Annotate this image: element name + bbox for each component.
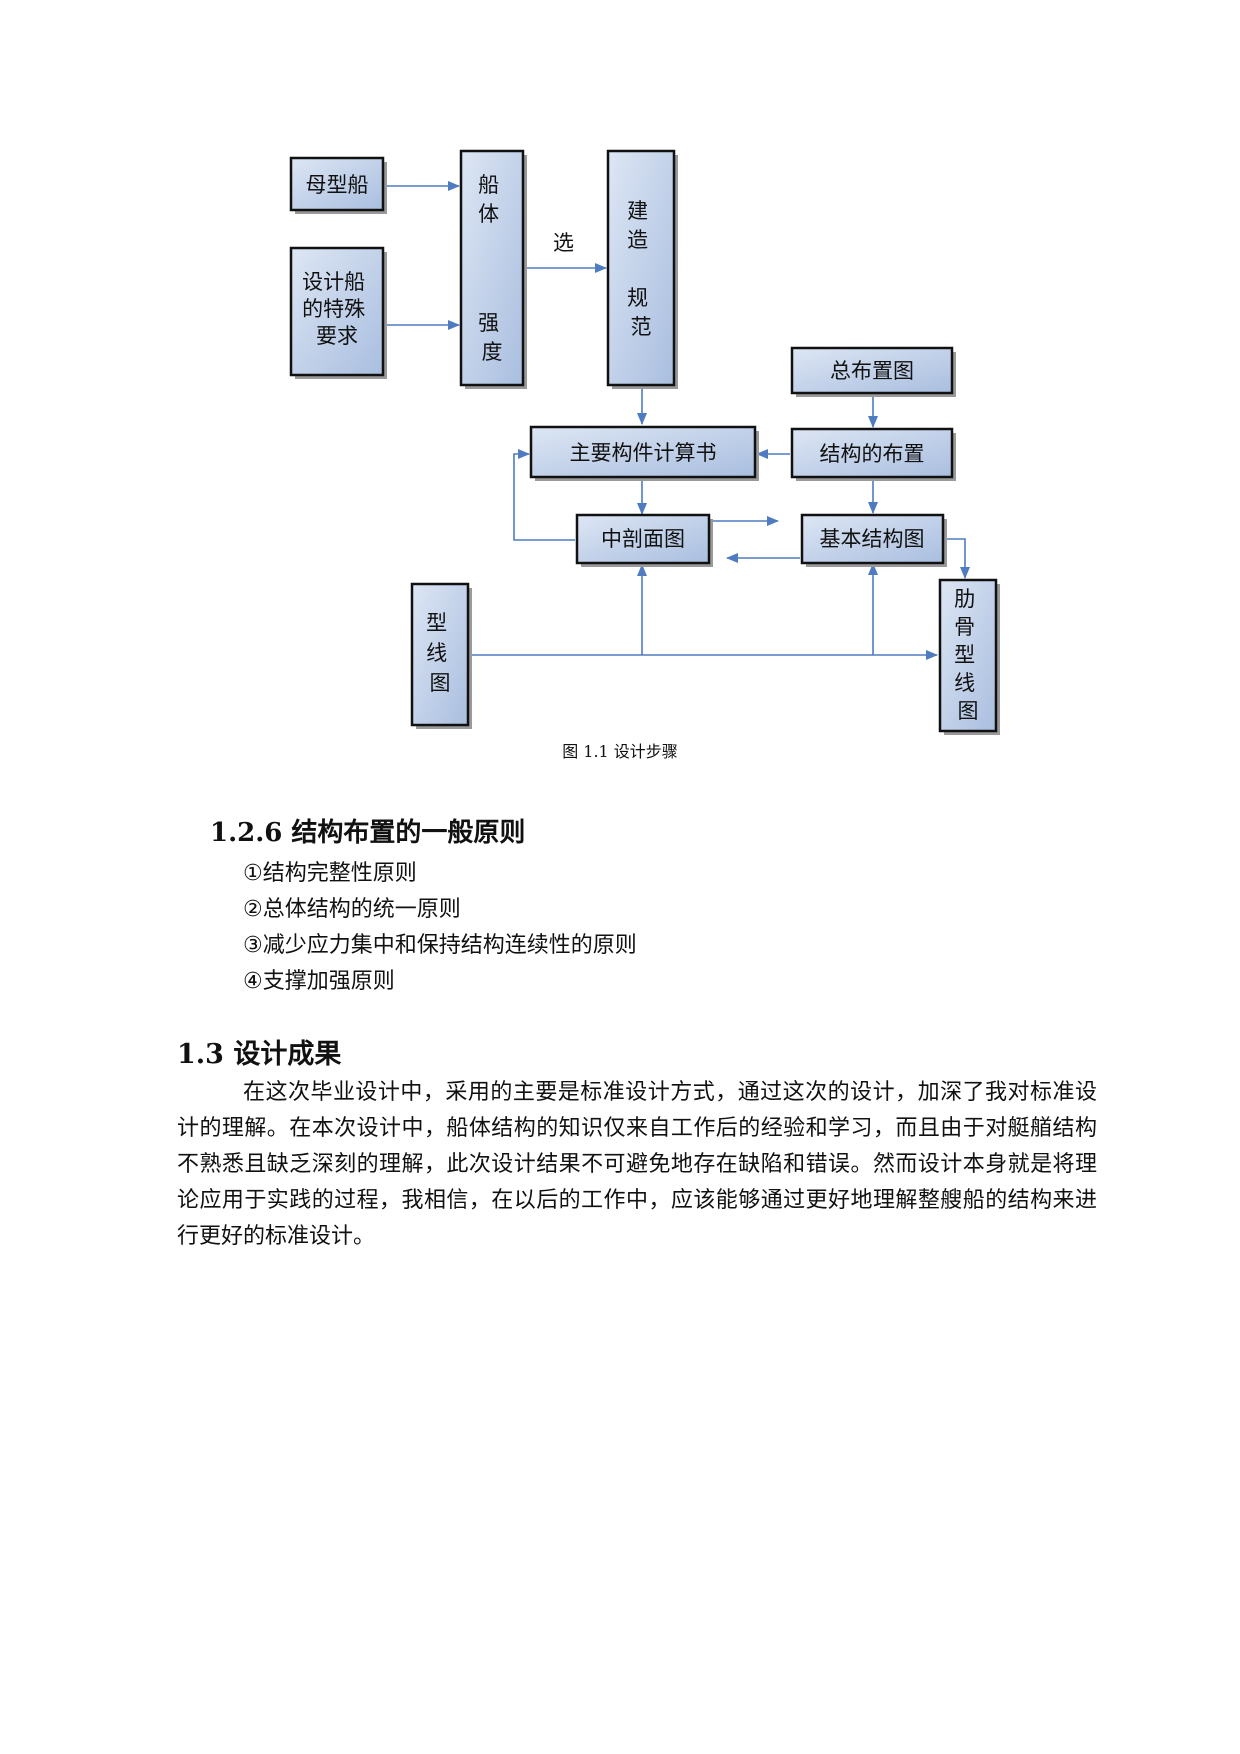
box-main-member-calc: 主要构件计算书 <box>529 425 759 481</box>
select-label: 选 <box>553 231 574 255</box>
box-structure-layout-text: 结构的布置 <box>820 442 925 466</box>
box-basic-structure-text: 基本结构图 <box>820 527 925 551</box>
box-basic-structure: 基本结构图 <box>800 513 947 567</box>
box-hull-strength-text: 船 体 强 度 <box>478 173 506 364</box>
box-lines-plan-text: 型 线 图 <box>426 611 454 695</box>
design-steps-flowchart: 选 母型船 设计船 的特殊 要求 船 体 强 度 建 <box>289 149 1000 735</box>
principle-item: ③减少应力集中和保持结构连续性的原则 <box>243 933 637 958</box>
section-1-2-6-heading: 1.2.6 结构布置的一般原则 <box>210 818 526 848</box>
arrow-midship-loop-to-calc <box>513 449 575 541</box>
box-lines-plan: 型 线 图 <box>410 582 472 729</box>
box-structure-layout: 结构的布置 <box>790 427 956 481</box>
box-frame-lines-text: 肋 骨 型 线 图 <box>954 587 982 723</box>
arrow-basic-to-frame <box>943 538 970 579</box>
section-1-3-heading: 1.3 设计成果 <box>177 1039 342 1070</box>
box-midship-section: 中剖面图 <box>575 513 713 567</box>
design-results-paragraph: 在这次毕业设计中，采用的主要是标准设计方式，通过这次的设计，加深了我对标准设计的… <box>177 1080 1097 1249</box>
box-main-member-calc-text: 主要构件计算书 <box>570 441 717 465</box>
box-hull-strength: 船 体 强 度 <box>459 149 527 389</box>
box-special-requirements-text: 设计船 的特殊 要求 <box>302 270 372 348</box>
box-construction-rules-text: 建 造 规 范 <box>627 199 655 339</box>
box-construction-rules: 建 造 规 范 <box>606 149 678 389</box>
principles-list: ①结构完整性原则 ②总体结构的统一原则 ③减少应力集中和保持结构连续性的原则 ④… <box>243 856 637 1000</box>
figure-caption: 图 1.1 设计步骤 <box>562 742 678 761</box>
connectors <box>387 181 970 660</box>
principle-item: ②总体结构的统一原则 <box>243 897 461 922</box>
principle-item: ④支撑加强原则 <box>243 969 395 994</box>
principle-item: ①结构完整性原则 <box>243 861 417 886</box>
box-mother-ship: 母型船 <box>289 156 387 214</box>
box-general-layout: 总布置图 <box>790 346 956 397</box>
box-midship-section-text: 中剖面图 <box>601 527 685 551</box>
box-general-layout-text: 总布置图 <box>830 359 914 383</box>
box-mother-ship-text: 母型船 <box>306 173 369 197</box>
box-special-requirements: 设计船 的特殊 要求 <box>289 246 387 379</box>
box-frame-lines: 肋 骨 型 线 图 <box>938 578 1000 735</box>
